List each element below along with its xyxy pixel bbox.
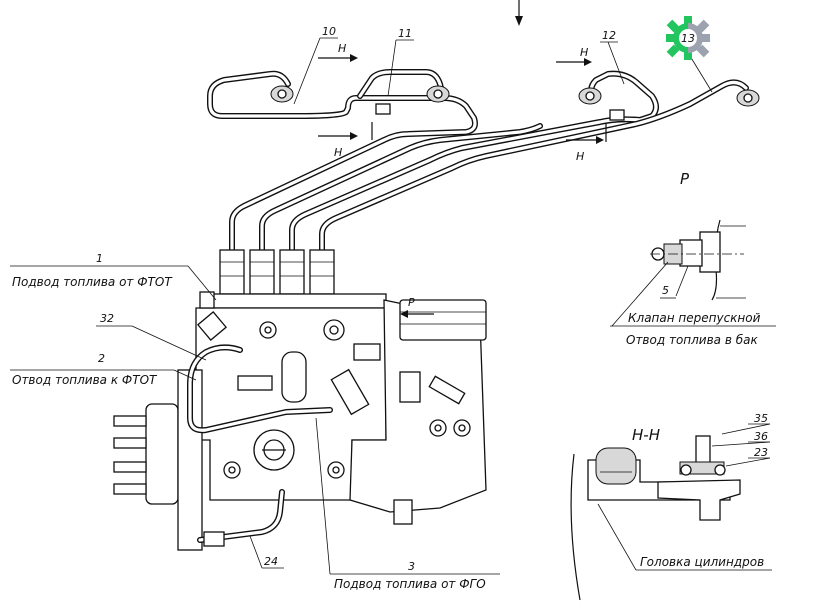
label-return-ftot: Отвод топлива к ФТОТ [12, 373, 158, 387]
callout-5: 5 [662, 284, 669, 297]
pipe-11 [259, 69, 543, 253]
view-p-title: Р [680, 170, 690, 188]
callout-23: 23 [754, 446, 768, 459]
gear-icon [666, 16, 710, 60]
view-p [610, 219, 776, 327]
callout-2: 2 [98, 352, 105, 365]
delivery-valves [219, 249, 335, 295]
section-h-label-4: Н [576, 150, 584, 163]
callout-13: 13 [681, 32, 695, 45]
callout-3: 3 [408, 560, 415, 573]
callout-12: 12 [602, 29, 616, 42]
leader-lines [10, 37, 713, 575]
pump-assembly [113, 249, 487, 551]
callout-1: 1 [96, 252, 103, 265]
top-arrow [515, 0, 523, 26]
label-bypass-valve: Клапан перепускной [628, 311, 761, 325]
section-p-arrow-label: Р [408, 296, 415, 309]
injector-nuts [270, 85, 760, 142]
pipe-10 [207, 70, 478, 253]
label-supply-fgo: Подвод топлива от ФГО [334, 577, 486, 591]
label-cylinder-head: Головка цилиндров [640, 555, 764, 569]
callout-35: 35 [754, 412, 768, 425]
callout-11: 11 [398, 27, 412, 40]
callout-32: 32 [100, 312, 114, 325]
callout-24: 24 [264, 555, 278, 568]
callout-36: 36 [754, 430, 768, 443]
label-return-tank: Отвод топлива в бак [626, 333, 758, 347]
section-h-label-3: Н [580, 46, 588, 59]
callout-10: 10 [322, 25, 336, 38]
section-hh-title: Н-Н [632, 426, 660, 444]
flange-studs [113, 415, 147, 495]
section-h-label-2: Н [334, 146, 342, 159]
pipe-13 [319, 79, 749, 253]
section-h-label-1: Н [338, 42, 346, 55]
label-supply-ftot: Подвод топлива от ФТОТ [12, 275, 173, 289]
section-hh [570, 423, 772, 601]
section-h-arrows [318, 54, 604, 144]
